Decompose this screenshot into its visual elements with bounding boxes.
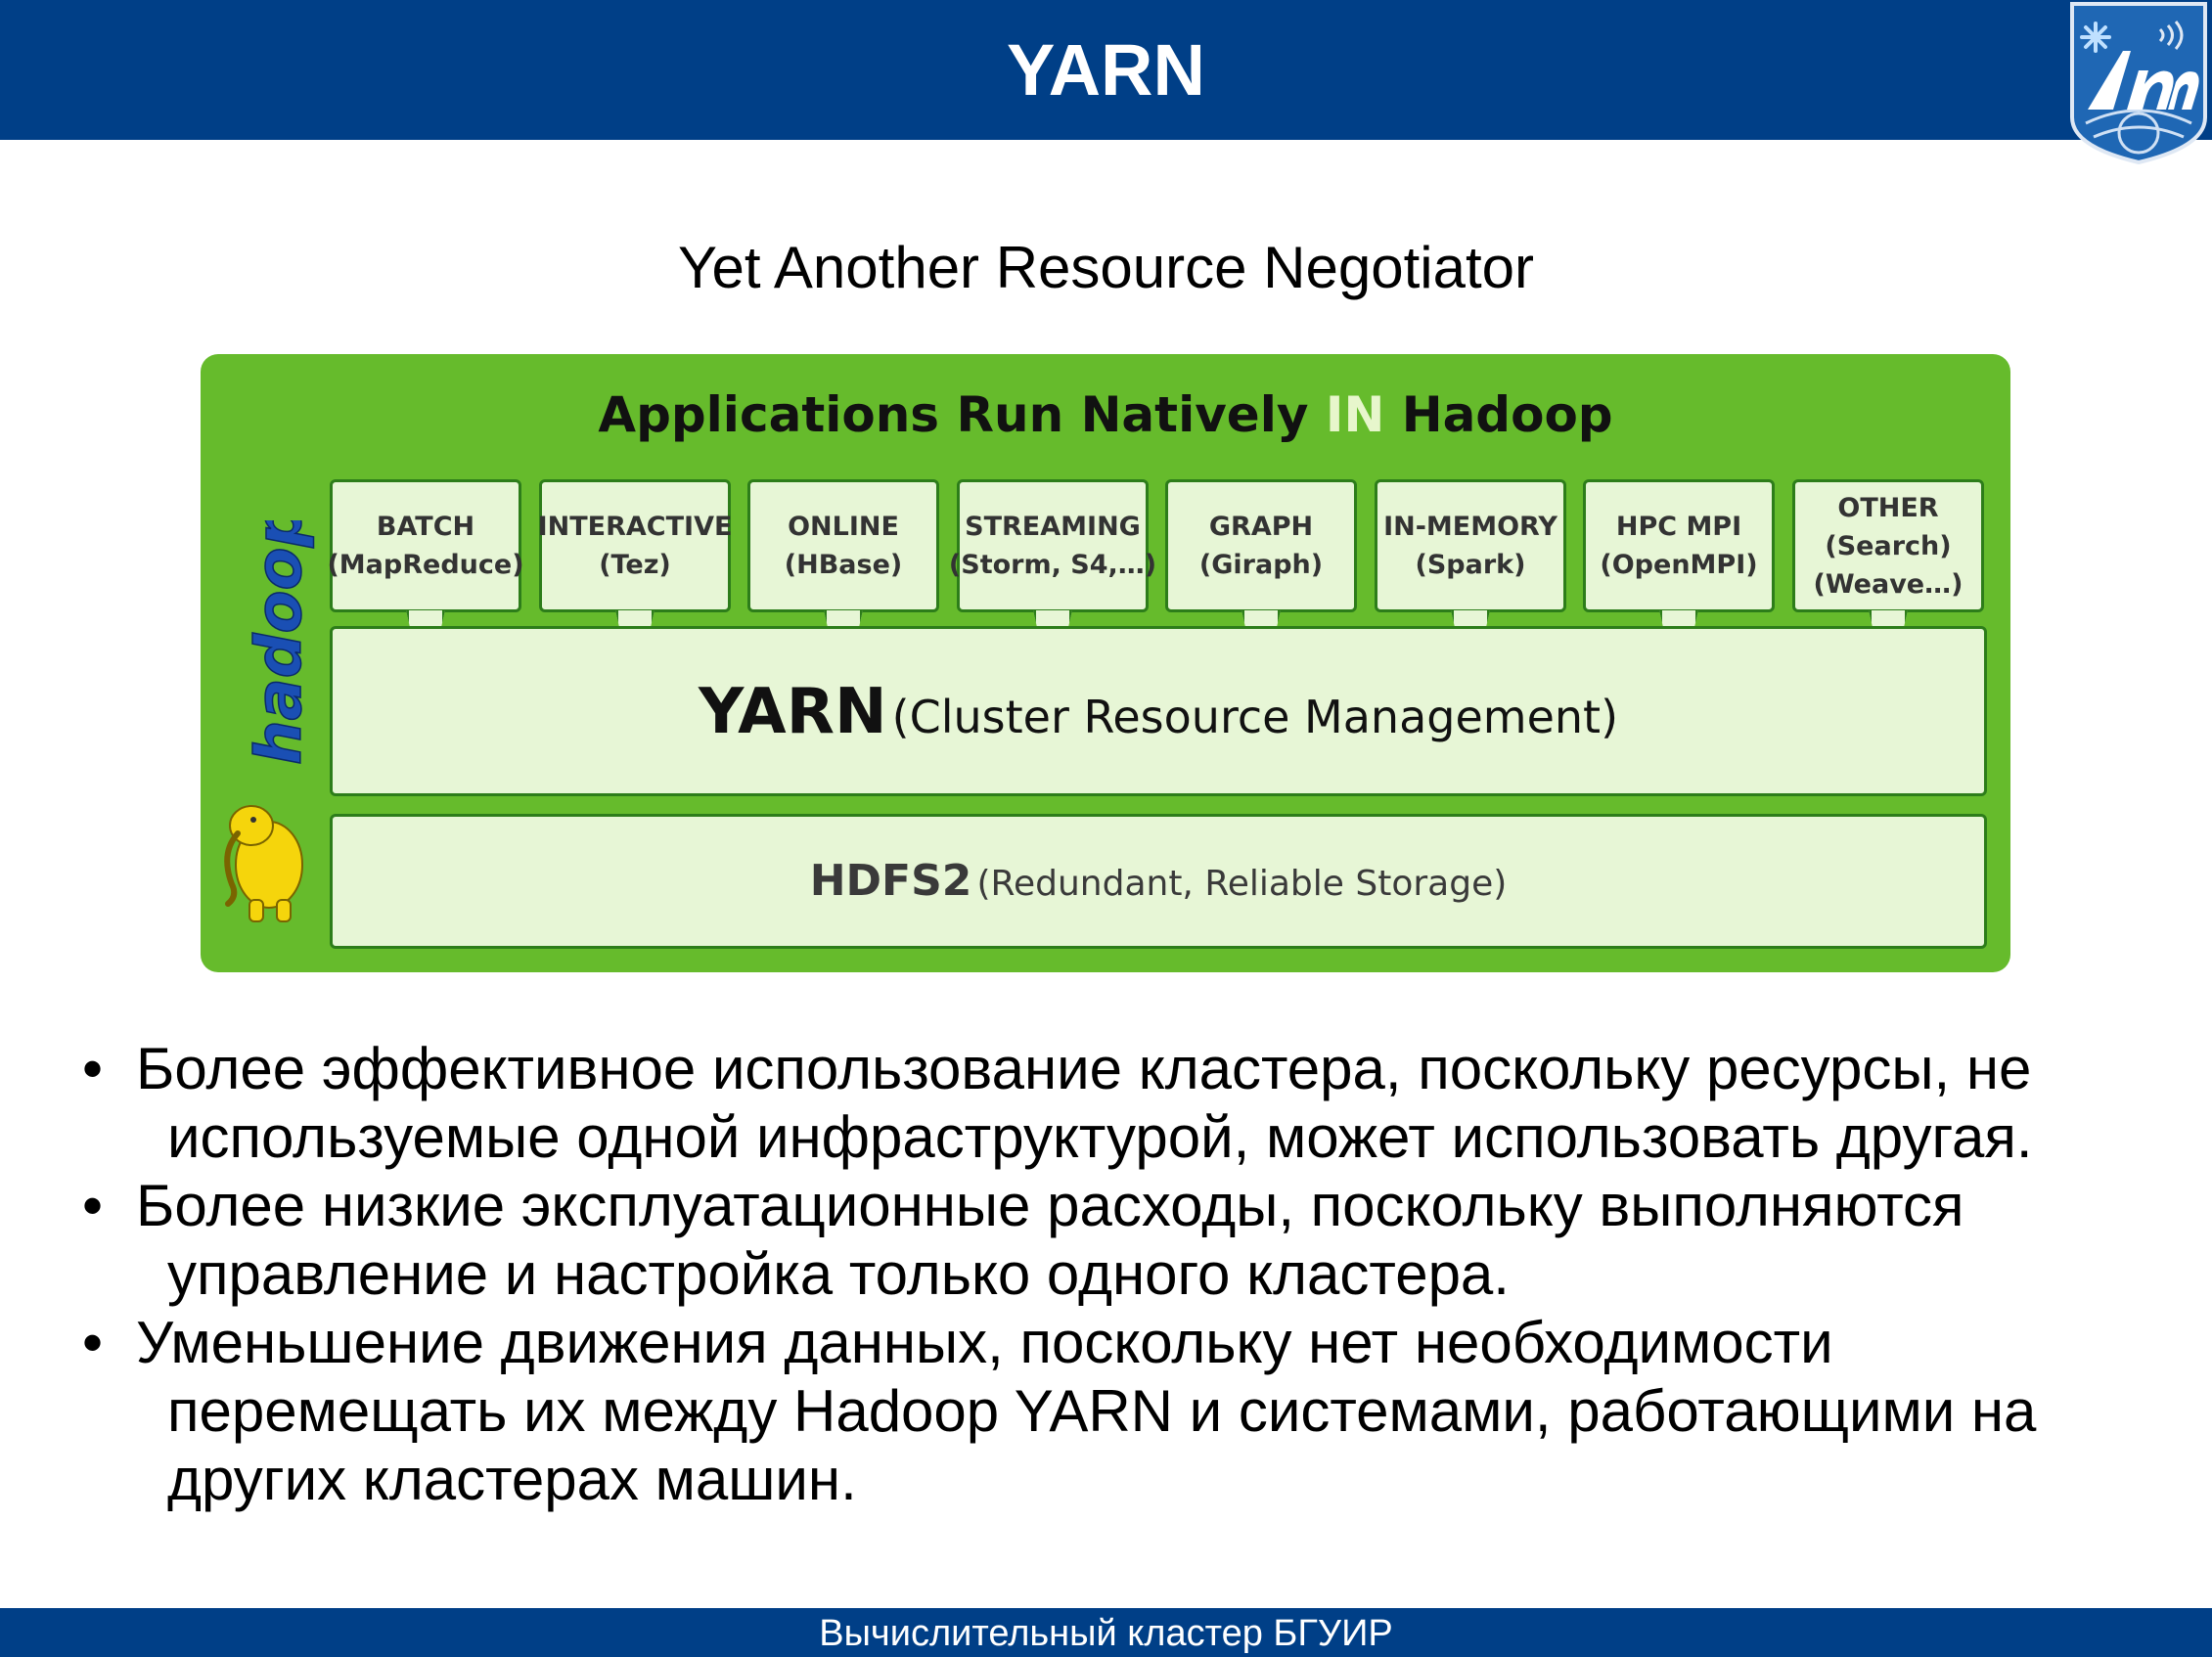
app-box-line2: (HBase) xyxy=(784,550,903,580)
bullet-item: • Уменьшение движения данных, поскольку … xyxy=(82,1309,2186,1514)
yarn-layer-box: YARN (Cluster Resource Management) xyxy=(330,626,1987,796)
page-title: YARN xyxy=(1007,29,1205,111)
hadoop-logo-text: hadoop xyxy=(243,520,317,766)
bullet-marker: • xyxy=(82,1036,104,1101)
bullet-list: • Более эффективное использование класте… xyxy=(82,1035,2186,1514)
app-box: ONLINE (HBase) xyxy=(747,479,939,612)
yarn-layer-title: YARN xyxy=(698,676,887,748)
header-bar: YARN xyxy=(0,0,2212,164)
app-box-line1: HPC MPI xyxy=(1615,512,1742,542)
app-box-line2: (Storm, S4,…) xyxy=(948,550,1157,580)
app-box: OTHER (Search) (Weave…) xyxy=(1792,479,1984,612)
app-box-line2: (MapReduce) xyxy=(327,550,524,580)
bullet-text-line: других кластерах машин. xyxy=(167,1447,857,1512)
app-box: IN-MEMORY (Spark) xyxy=(1375,479,1566,612)
diagram-title: Applications Run Natively IN Hadoop xyxy=(201,383,2010,446)
yarn-architecture-diagram: Applications Run Natively IN Hadoop hado… xyxy=(201,354,2010,972)
app-box-line1: STREAMING xyxy=(965,512,1141,542)
app-box: HPC MPI (OpenMPI) xyxy=(1583,479,1775,612)
hdfs-layer-title: HDFS2 xyxy=(809,856,972,906)
app-box-line2: (OpenMPI) xyxy=(1600,550,1758,580)
app-box: STREAMING (Storm, S4,…) xyxy=(949,479,1156,612)
hdfs-layer-box: HDFS2 (Redundant, Reliable Storage) xyxy=(330,814,1987,949)
app-box-line1: BATCH xyxy=(376,512,475,542)
diagram-title-part1: Applications Run Natively xyxy=(598,386,1326,443)
bullet-text-line: Более эффективное использование кластера… xyxy=(136,1036,2032,1101)
university-logo xyxy=(2070,2,2207,164)
app-box-line1: ONLINE xyxy=(788,512,899,542)
diagram-title-part2: Hadoop xyxy=(1384,386,1613,443)
hdfs-layer-description: (Redundant, Reliable Storage) xyxy=(976,864,1508,904)
app-box-line2: (Search) xyxy=(1825,530,1952,561)
app-box-line2: (Giraph) xyxy=(1198,550,1324,580)
bullet-item: • Более эффективное использование класте… xyxy=(82,1035,2186,1172)
bullet-text-line: Более низкие эксплуатационные расходы, п… xyxy=(136,1173,1964,1238)
bullet-marker: • xyxy=(82,1310,104,1375)
hadoop-logo-wordmark: hadoop xyxy=(244,520,316,765)
bullet-text-line: используемые одной инфраструктурой, може… xyxy=(167,1104,2033,1170)
app-box-line1: OTHER xyxy=(1837,492,1939,523)
hadoop-elephant-logo: hadoop xyxy=(224,520,317,922)
bullet-text-line: управление и настройка только одного кла… xyxy=(167,1241,1510,1307)
app-box: INTERACTIVE (Tez) xyxy=(537,479,733,612)
app-box-line1: INTERACTIVE xyxy=(537,512,733,542)
app-box: BATCH (MapReduce) xyxy=(327,479,524,612)
diagram-title-highlight: IN xyxy=(1325,386,1385,443)
app-box-line2: (Spark) xyxy=(1415,550,1526,580)
app-box-line1: GRAPH xyxy=(1208,512,1314,542)
bullet-text-line: перемещать их между Hadoop YARN и систем… xyxy=(167,1378,2037,1444)
footer-text: Вычислительный кластер БГУИР xyxy=(819,1613,1393,1654)
subtitle: Yet Another Resource Negotiator xyxy=(677,235,1534,300)
bullet-marker: • xyxy=(82,1173,104,1238)
bullet-item: • Более низкие эксплуатационные расходы,… xyxy=(82,1172,2186,1309)
app-box-line3: (Weave…) xyxy=(1813,568,1964,600)
bullet-text-line: Уменьшение движения данных, поскольку не… xyxy=(136,1310,1833,1375)
app-box-line2: (Tez) xyxy=(599,550,671,580)
footer-bar: Вычислительный кластер БГУИР xyxy=(0,1608,2212,1657)
yarn-layer-description: (Cluster Resource Management) xyxy=(891,691,1619,743)
app-box-line1: IN-MEMORY xyxy=(1383,512,1557,542)
app-box: GRAPH (Giraph) xyxy=(1165,479,1357,612)
